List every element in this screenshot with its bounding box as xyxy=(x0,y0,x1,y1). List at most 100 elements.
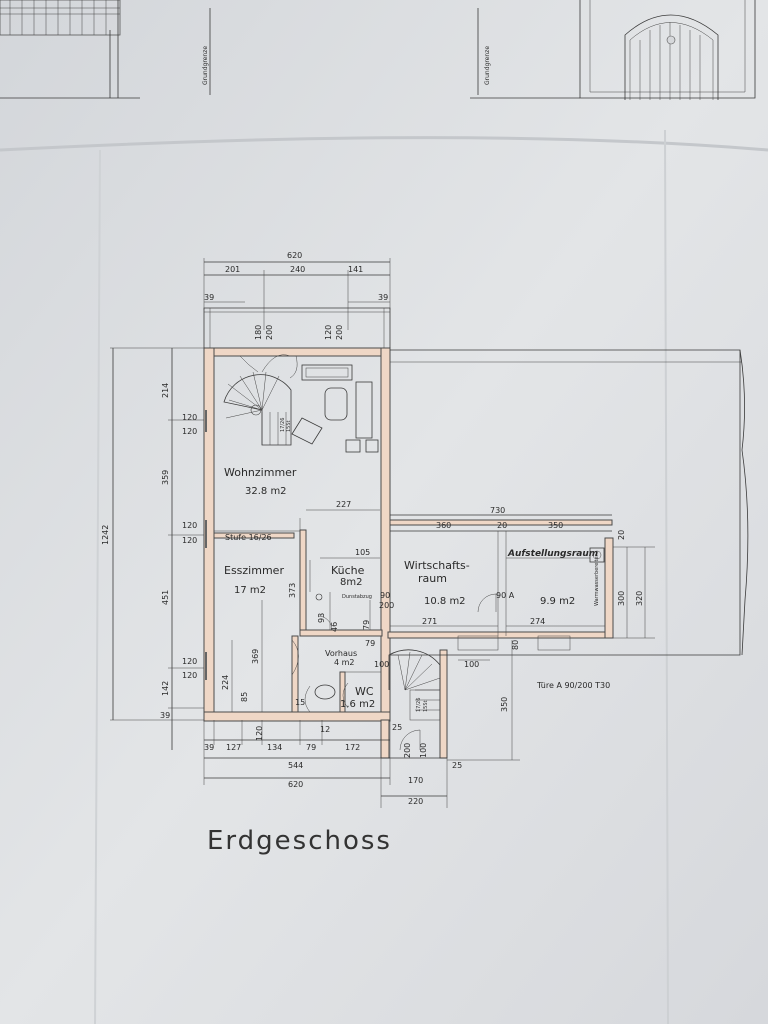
dim-w120-3: 120 xyxy=(182,521,197,530)
wohnzimmer-furniture xyxy=(223,354,379,453)
bottom-dimension-chain xyxy=(203,720,448,808)
dim-door-100: 100 xyxy=(374,660,389,669)
dim-right-730: 730 xyxy=(490,506,505,515)
dim-bot-220: 220 xyxy=(408,797,423,806)
dim-left-359: 359 xyxy=(161,470,170,485)
dim-right-350v: 350 xyxy=(500,697,509,712)
dim-top-a: 201 xyxy=(225,265,240,274)
dim-stair-100: 100 xyxy=(419,743,428,758)
room-wirtschaftsraum-area: 10.8 m2 xyxy=(424,596,466,607)
dim-bot-120: 120 xyxy=(255,726,264,741)
kitchen-counter-lines xyxy=(309,560,371,630)
dim-bot-79: 79 xyxy=(306,743,316,752)
wc-toilet xyxy=(314,684,336,700)
room-wc-area: 1.6 m2 xyxy=(340,699,375,710)
dim-door-25: 25 xyxy=(392,723,402,732)
dim-inner-46: 46 xyxy=(330,622,339,632)
dim-inner-369: 369 xyxy=(251,649,260,664)
dim-bot-170: 170 xyxy=(408,776,423,785)
dim-door-90: 90 xyxy=(380,591,390,600)
dim-door-200: 200 xyxy=(379,601,394,610)
dim-balcony-200b: 200 xyxy=(335,325,344,340)
dim-inner-79b: 79 xyxy=(365,639,375,648)
boiler-unit xyxy=(589,547,605,563)
dim-bot-620: 620 xyxy=(288,780,303,789)
left-dimension-chain xyxy=(110,347,204,750)
room-aufstellungsraum-name: Aufstellungsraum xyxy=(507,549,598,559)
elevation-top-left xyxy=(0,0,140,99)
kitchen-sink xyxy=(315,593,323,601)
dim-top-b: 240 xyxy=(290,265,305,274)
outside-step-right xyxy=(537,635,571,651)
stufe-label: Stufe 16/26 xyxy=(225,533,272,542)
dim-left-total: 1242 xyxy=(101,525,110,545)
plan-title: Erdgeschoss xyxy=(207,826,392,856)
dim-inner-79: 79 xyxy=(362,620,371,630)
dim-right-360: 360 xyxy=(436,521,451,530)
stair-label-1b: 15St xyxy=(286,420,292,432)
dim-bot-544: 544 xyxy=(288,761,303,770)
dim-inner-15: 15 xyxy=(295,698,305,707)
room-wohnzimmer-name: Wohnzimmer xyxy=(224,466,297,479)
dim-w120-2: 120 xyxy=(182,427,197,436)
dim-w120-5: 120 xyxy=(182,657,197,666)
room-kuche-name: Küche xyxy=(331,564,365,577)
dim-left-39: 39 xyxy=(160,711,170,720)
kitchen-door-swing xyxy=(317,615,333,631)
dim-balcony-120: 120 xyxy=(324,325,333,340)
dim-w120-1: 120 xyxy=(182,413,197,422)
outside-step-left xyxy=(457,635,499,651)
dim-right-20: 20 xyxy=(497,521,507,530)
dim-inner-105: 105 xyxy=(355,548,370,557)
dim-w120-6: 120 xyxy=(182,671,197,680)
dim-right-300: 300 xyxy=(617,591,626,606)
dim-left-451: 451 xyxy=(161,590,170,605)
lower-staircase xyxy=(388,649,441,751)
room-vorhaus-area: 4 m2 xyxy=(334,658,355,667)
door-spec-label: Türe A 90/200 T30 xyxy=(536,681,610,690)
dim-bot-172: 172 xyxy=(345,743,360,752)
room-wc-name: WC xyxy=(355,685,374,698)
dim-top-total: 620 xyxy=(287,251,302,260)
room-wohnzimmer-area: 32.8 m2 xyxy=(245,486,287,497)
dim-inner-224: 224 xyxy=(221,675,230,690)
dim-right-274: 274 xyxy=(530,617,545,626)
room-esszimmer-area: 17 m2 xyxy=(234,585,266,596)
dim-balcony-200: 200 xyxy=(265,325,274,340)
dim-bot-134: 134 xyxy=(267,743,282,752)
grundgrenze-label-left: Grundgrenze xyxy=(202,46,209,85)
balcony-outline xyxy=(203,307,391,348)
dim-w120-4: 120 xyxy=(182,536,197,545)
wirtschaftsraum-door-swing xyxy=(477,593,497,613)
room-wirtschaftsraum-name2: raum xyxy=(418,572,447,585)
paper-fold-vertical-right xyxy=(664,129,669,1024)
dim-inner-373: 373 xyxy=(288,583,297,598)
dim-inner-93: 93 xyxy=(317,613,326,623)
elevation-top-right xyxy=(579,0,756,100)
dim-left-142: 142 xyxy=(161,681,170,696)
stair-label-1: 17/26 xyxy=(280,418,286,432)
dim-bot-127: 127 xyxy=(226,743,241,752)
dim-inner-12: 12 xyxy=(320,725,330,734)
extension-dimension-chain xyxy=(390,514,655,761)
dim-stair-200: 200 xyxy=(403,743,412,758)
paper-fold xyxy=(0,136,768,152)
dim-right-20b: 20 xyxy=(617,530,626,540)
grundgrenze-label-right: Grundgrenze xyxy=(484,46,491,85)
neighbour-building xyxy=(390,349,749,656)
wc-door-swings xyxy=(304,682,349,713)
top-dimension-chain xyxy=(203,258,391,330)
dim-top-c: 141 xyxy=(348,265,363,274)
vorhaus-door-swing xyxy=(291,639,299,676)
boiler-unit-circle xyxy=(592,550,602,560)
dim-left-214: 214 xyxy=(161,383,170,398)
dim-right-320: 320 xyxy=(635,591,644,606)
kitchen-note: Dunstabzug xyxy=(342,594,372,600)
plan-walls xyxy=(203,347,614,759)
stair-label-2b: 15St xyxy=(423,700,429,712)
boiler-note: Warmwasserbereiter xyxy=(594,553,600,606)
dim-top-edge-right: 39 xyxy=(378,293,388,302)
dim-right-271: 271 xyxy=(422,617,437,626)
